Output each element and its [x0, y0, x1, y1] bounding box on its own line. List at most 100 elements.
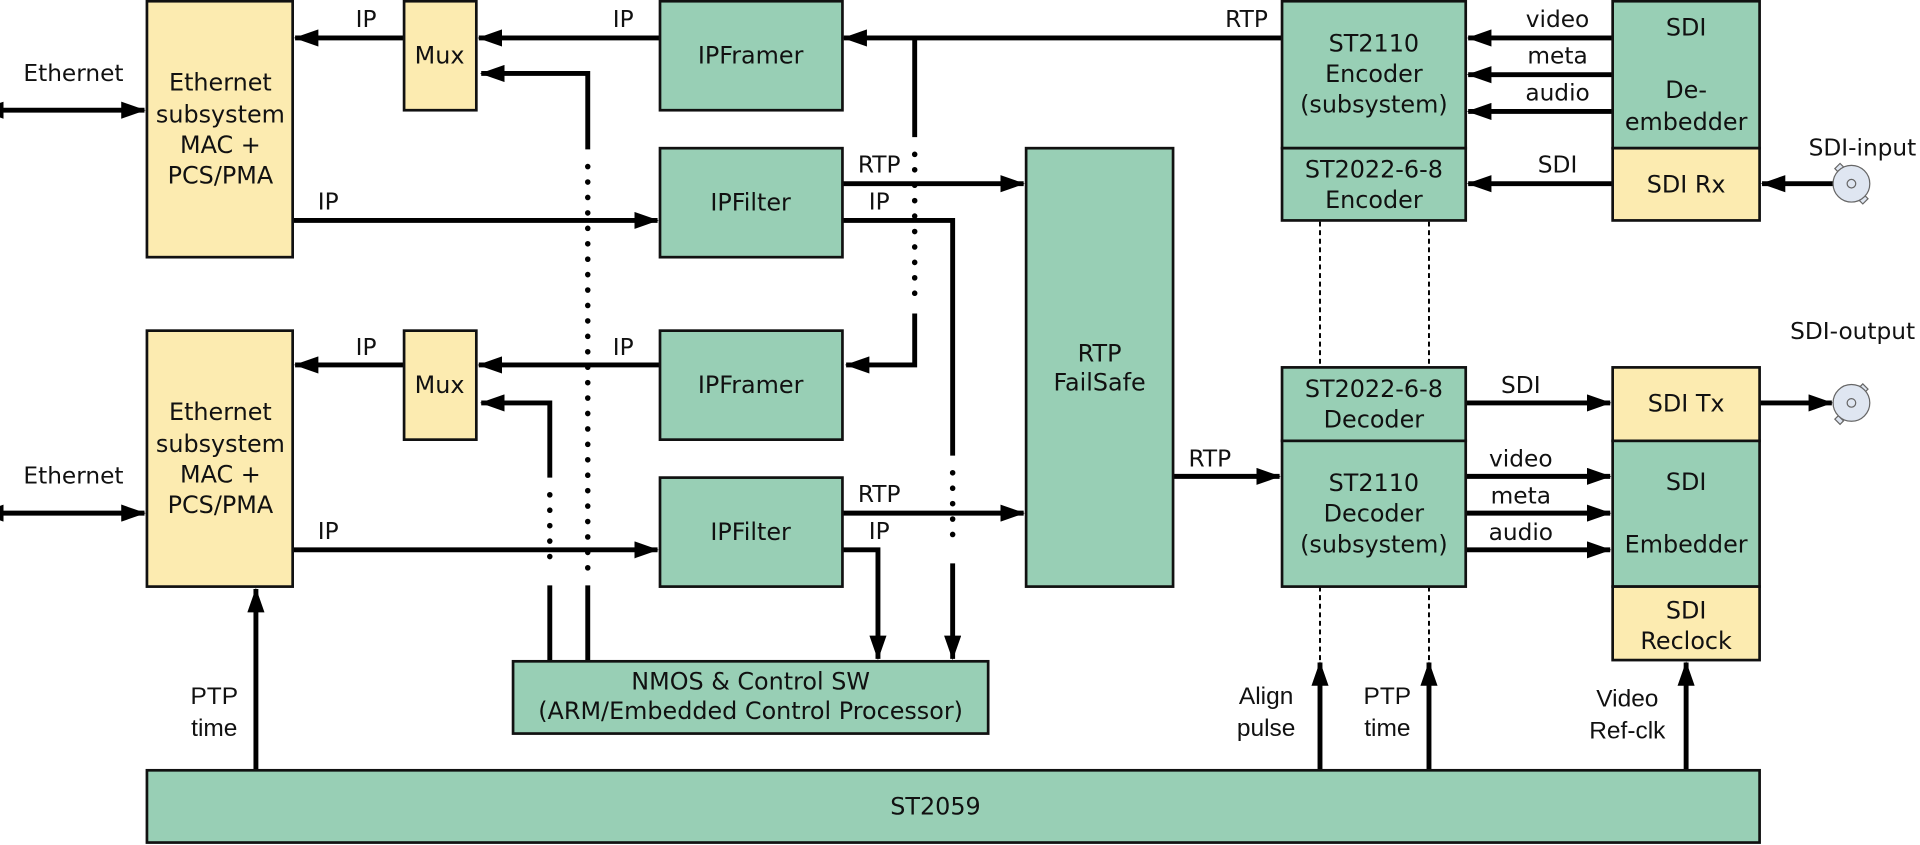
label-meta: meta [1527, 43, 1587, 70]
block-label-line: MAC + [180, 131, 261, 159]
block-label-line: De- [1665, 76, 1707, 104]
block-label-line: PCS/PMA [168, 491, 274, 519]
label-rtp: RTP [1188, 446, 1231, 473]
block-label: SDI Rx [1647, 170, 1726, 198]
label-video: video [1489, 446, 1553, 473]
label-align-pulse: Align [1239, 683, 1293, 710]
block-label-line: MAC + [180, 461, 261, 489]
block-label-line: SDI [1666, 14, 1707, 42]
label-ptp-time: PTP [190, 683, 238, 710]
block-label-line: Ethernet [169, 69, 272, 97]
block-label-line: (subsystem) [1300, 530, 1448, 558]
label-video-ref-clk: Video [1596, 686, 1658, 713]
sdi-output-connector-icon[interactable] [1832, 383, 1871, 426]
block-rtp-failsafe[interactable]: RTP FailSafe [1024, 146, 1175, 588]
wire-rtp-branch-to-ipframer-bottom [844, 313, 918, 374]
block-label-line: ST2110 [1329, 29, 1419, 57]
block-label: IPFilter [710, 189, 791, 217]
block-label-line: (ARM/Embedded Control Processor) [538, 697, 963, 725]
block-nmos-control-sw[interactable]: NMOS & Control SW (ARM/Embedded Control … [511, 659, 990, 735]
label-align-pulse: pulse [1237, 715, 1296, 742]
label-audio: audio [1525, 79, 1589, 106]
label-ip: IP [613, 334, 634, 361]
block-label: ST2059 [890, 792, 980, 820]
label-sdi: SDI [1501, 372, 1541, 399]
block-label-line: Encoder [1325, 186, 1423, 214]
block-label-line: FailSafe [1053, 369, 1145, 397]
label-sdi-output: SDI-output [1790, 318, 1915, 345]
block-ethernet-subsystem-bottom[interactable]: Ethernet subsystem MAC + PCS/PMA [145, 329, 294, 588]
label-rtp: RTP [858, 152, 901, 179]
block-label-line: RTP [1078, 339, 1122, 367]
block-label-line: (subsystem) [1300, 91, 1448, 119]
label-ethernet-bottom: Ethernet [23, 463, 123, 490]
label-ptp-time: PTP [1364, 683, 1412, 710]
block-label-line: subsystem [156, 100, 285, 128]
wire-nmos-to-mux-top-solid [480, 64, 591, 150]
block-ipfilter-top[interactable]: IPFilter [658, 146, 844, 259]
block-label: Mux [415, 371, 465, 399]
block-label-line: SDI [1666, 596, 1707, 624]
label-sdi: SDI [1538, 152, 1578, 179]
block-label: IPFramer [698, 42, 804, 70]
label-ip: IP [613, 6, 634, 33]
sdi-input-connector-icon[interactable] [1832, 162, 1871, 205]
label-rtp: RTP [858, 481, 901, 508]
label-ip: IP [356, 334, 377, 361]
label-ip: IP [356, 6, 377, 33]
block-st2110-encoder[interactable]: ST2110 Encoder (subsystem) [1280, 0, 1468, 150]
label-audio: audio [1489, 519, 1553, 546]
block-label: SDI Tx [1648, 389, 1725, 417]
block-ipframer-top[interactable]: IPFramer [658, 0, 844, 112]
wire-nmos-to-mux-bottom-solid [480, 394, 553, 478]
label-ip: IP [318, 188, 339, 215]
wire-labels: Ethernet Ethernet IP IP IP RTP RTP IP IP… [23, 6, 1916, 745]
label-ip: IP [318, 518, 339, 545]
block-label-line: Decoder [1324, 500, 1425, 528]
block-st2059[interactable]: ST2059 [145, 768, 1761, 844]
block-sdi-tx[interactable]: SDI Tx [1611, 366, 1761, 443]
block-sdi-rx[interactable]: SDI Rx [1611, 146, 1761, 222]
block-st2022-decoder[interactable]: ST2022-6-8 Decoder [1280, 366, 1468, 443]
label-video: video [1526, 6, 1590, 33]
block-label-line: NMOS & Control SW [631, 667, 870, 695]
wire-ipfilter-top-ip-solid [842, 217, 956, 456]
block-label: IPFramer [698, 371, 804, 399]
block-label-line: PCS/PMA [168, 162, 274, 190]
block-label-line: embedder [1625, 108, 1748, 136]
label-video-ref-clk: Ref-clk [1589, 717, 1666, 744]
block-st2022-encoder[interactable]: ST2022-6-8 Encoder [1280, 146, 1468, 222]
label-ethernet-top: Ethernet [23, 60, 123, 87]
block-label-line: ST2110 [1329, 469, 1419, 497]
wires [0, 29, 1837, 771]
block-label-line: Embedder [1625, 530, 1748, 558]
block-ipfilter-bottom[interactable]: IPFilter [658, 476, 844, 588]
wire-ipfilter-bottom-ip-to-nmos [842, 547, 887, 661]
block-mux-bottom[interactable]: Mux [402, 329, 478, 441]
block-label: IPFilter [710, 518, 791, 546]
block-label-line: Reclock [1640, 627, 1732, 655]
label-ptp-time: time [191, 715, 237, 742]
block-sdi-reclock[interactable]: SDI Reclock [1611, 585, 1761, 662]
block-ipframer-bottom[interactable]: IPFramer [658, 329, 844, 441]
block-label-line: Decoder [1324, 405, 1425, 433]
block-label: Mux [415, 42, 465, 70]
label-ip: IP [869, 518, 890, 545]
label-sdi-input: SDI-input [1809, 135, 1917, 162]
block-st2110-decoder[interactable]: ST2110 Decoder (subsystem) [1280, 439, 1468, 588]
label-ptp-time: time [1364, 715, 1410, 742]
block-label-line: ST2022-6-8 [1305, 156, 1443, 184]
label-ip: IP [869, 188, 890, 215]
block-label-line: Ethernet [169, 398, 272, 426]
block-mux-top[interactable]: Mux [402, 0, 478, 112]
block-sdi-embedder[interactable]: SDI Embedder [1611, 439, 1761, 588]
label-meta: meta [1491, 482, 1551, 509]
block-label-line: subsystem [156, 430, 285, 458]
block-label-line: SDI [1666, 468, 1707, 496]
block-ethernet-subsystem-top[interactable]: Ethernet subsystem MAC + PCS/PMA [145, 0, 294, 259]
block-label-line: Encoder [1325, 60, 1423, 88]
block-sdi-deembedder[interactable]: SDI De- embedder [1611, 0, 1761, 150]
label-rtp: RTP [1225, 6, 1268, 33]
block-label-line: ST2022-6-8 [1305, 375, 1443, 403]
